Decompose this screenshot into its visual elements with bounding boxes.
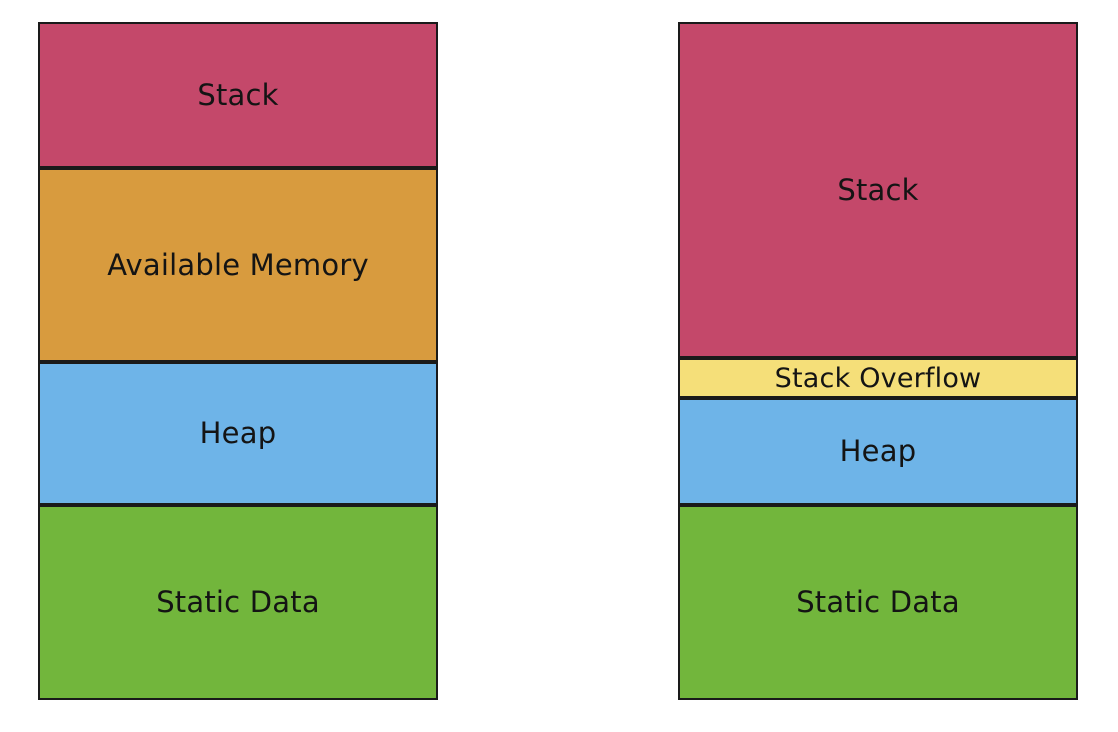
left-block-heap-label: Heap (199, 416, 277, 450)
left-block-static-data-label: Static Data (156, 585, 320, 619)
right-block-static-data: Static Data (678, 505, 1078, 700)
right-memory-diagram: Stack Stack Overflow Heap Static Data (678, 22, 1078, 700)
right-block-stack-overflow: Stack Overflow (678, 358, 1078, 398)
right-block-static-data-label: Static Data (796, 585, 960, 619)
right-block-stack-overflow-label: Stack Overflow (774, 362, 982, 394)
right-block-stack: Stack (678, 22, 1078, 358)
left-block-static-data: Static Data (38, 505, 438, 700)
left-block-available-memory-label: Available Memory (107, 247, 369, 282)
left-block-available-memory: Available Memory (38, 168, 438, 362)
right-block-stack-label: Stack (837, 172, 919, 207)
right-block-heap-label: Heap (839, 434, 917, 468)
right-block-heap: Heap (678, 398, 1078, 505)
left-block-heap: Heap (38, 362, 438, 505)
left-memory-diagram: Stack Available Memory Heap Static Data (38, 22, 438, 700)
left-block-stack: Stack (38, 22, 438, 168)
left-block-stack-label: Stack (197, 77, 279, 112)
